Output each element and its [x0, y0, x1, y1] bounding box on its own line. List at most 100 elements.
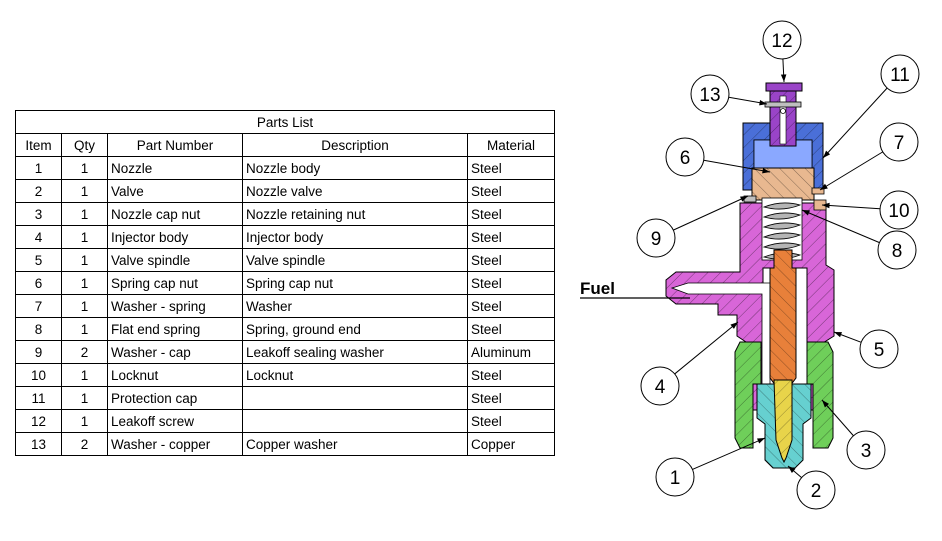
- callout-number: 4: [655, 377, 666, 398]
- callout-arrowhead: [822, 202, 830, 209]
- callout-number: 3: [861, 441, 872, 462]
- callout-leader: [821, 204, 881, 210]
- callout-leader: [801, 209, 880, 244]
- valve-spindle: [769, 249, 797, 387]
- cell-item: 10: [15, 363, 62, 387]
- cell-item: 7: [15, 294, 62, 318]
- cell-material: Steel: [467, 202, 555, 226]
- cell-qty: 1: [61, 248, 108, 272]
- callout-circle: [879, 190, 919, 230]
- cell-part-number: Locknut: [107, 363, 243, 387]
- callout-circle: [655, 457, 695, 497]
- table-title-row: Parts List: [15, 110, 555, 134]
- callout-number: 13: [699, 85, 720, 106]
- table-header-row: Item Qty Part Number Description Materia…: [15, 133, 555, 157]
- nozzle-valve: [773, 379, 793, 464]
- spring-washer: [811, 187, 825, 195]
- cell-part-number: Injector body: [107, 225, 243, 249]
- spring-coil: [762, 212, 802, 220]
- callout-arrowhead: [834, 332, 842, 338]
- callout-circle: [880, 54, 920, 94]
- parts-list-table: Parts List Item Qty Part Number Descript…: [15, 110, 555, 456]
- callout-leader: [673, 195, 749, 231]
- cell-material: Steel: [467, 317, 555, 341]
- callout-circle: [762, 20, 802, 60]
- callout-arrowhead: [802, 210, 810, 216]
- callout-circle: [690, 74, 730, 114]
- table-title: Parts List: [15, 110, 555, 134]
- cell-qty: 2: [61, 432, 108, 456]
- cell-item: 12: [15, 409, 62, 433]
- cell-part-number: Washer - copper: [107, 432, 243, 456]
- callout-arrowhead: [757, 438, 765, 444]
- cell-item: 3: [15, 202, 62, 226]
- spring-coil: [762, 232, 802, 240]
- callout-number: 9: [651, 229, 662, 250]
- cell-part-number: Valve: [107, 179, 243, 203]
- cell-item: 9: [15, 340, 62, 364]
- spring-coil: [762, 222, 802, 230]
- callout-number: 2: [811, 481, 822, 502]
- cell-part-number: Washer - spring: [107, 294, 243, 318]
- callout-circle: [665, 137, 705, 177]
- cell-item: 13: [15, 432, 62, 456]
- callout-circle: [846, 430, 886, 470]
- callout-circle: [796, 470, 836, 510]
- cell-description: Spring cap nut: [242, 271, 468, 295]
- copper-washer: [764, 101, 802, 108]
- callout-circle: [859, 329, 899, 369]
- callout-circle: [877, 230, 917, 270]
- cell-material: Copper: [467, 432, 555, 456]
- callout-number: 11: [890, 65, 910, 86]
- cell-material: Steel: [467, 409, 555, 433]
- callout-circle: [636, 218, 676, 258]
- cell-description: Washer: [242, 294, 468, 318]
- callout-arrowhead: [780, 74, 787, 82]
- callout-circle: [640, 366, 680, 406]
- callout-leader: [703, 159, 771, 173]
- cell-item: 1: [15, 156, 62, 180]
- callout-number: 6: [680, 148, 691, 169]
- col-header-material: Material: [467, 133, 555, 157]
- callout-leader: [692, 437, 766, 470]
- callout-arrowhead: [820, 183, 828, 190]
- cell-part-number: Valve spindle: [107, 248, 243, 272]
- cell-material: Steel: [467, 225, 555, 249]
- col-header-part-number: Part Number: [107, 133, 243, 157]
- cell-part-number: Spring cap nut: [107, 271, 243, 295]
- callout-arrowhead: [822, 400, 830, 408]
- spring-coil: [762, 202, 802, 210]
- callout-leader: [822, 87, 888, 159]
- cell-material: Steel: [467, 179, 555, 203]
- cell-description: Nozzle retaining nut: [242, 202, 468, 226]
- cell-qty: 1: [61, 179, 108, 203]
- cell-material: Steel: [467, 271, 555, 295]
- cell-material: Steel: [467, 248, 555, 272]
- callout-leader: [821, 399, 854, 437]
- cell-description: Nozzle valve: [242, 179, 468, 203]
- cell-qty: 1: [61, 386, 108, 410]
- cell-part-number: Flat end spring: [107, 317, 243, 341]
- spring-coil: [762, 242, 802, 250]
- callout-number: 8: [892, 241, 903, 262]
- callout-number: 7: [894, 133, 905, 154]
- cell-material: Steel: [467, 156, 555, 180]
- callout-arrowhead: [823, 150, 831, 158]
- leakoff-screw: [765, 82, 803, 147]
- callout-number: 1: [670, 468, 681, 489]
- callout-arrowhead: [730, 322, 738, 329]
- cell-part-number: Nozzle cap nut: [107, 202, 243, 226]
- spring-cap-nut: [751, 167, 815, 201]
- cell-qty: 1: [61, 409, 108, 433]
